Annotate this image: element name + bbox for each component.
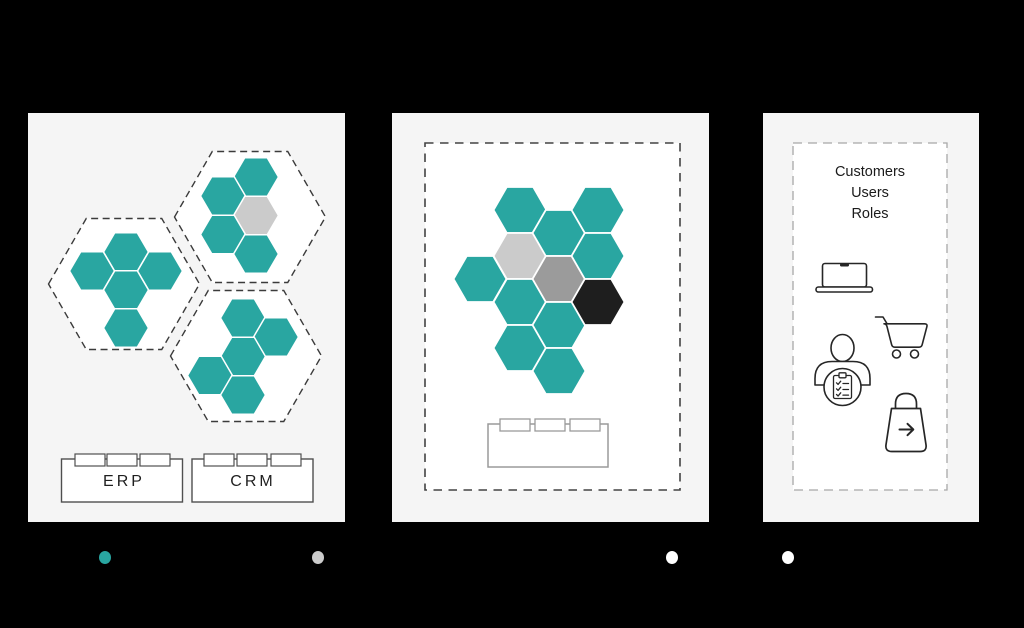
data-hexagon xyxy=(232,234,280,274)
server-chip-icon xyxy=(270,453,302,467)
data-hexagon xyxy=(570,278,626,326)
data-entities-graphic: Customers Users Roles xyxy=(792,142,948,491)
shopping-cart-icon xyxy=(874,316,928,359)
erp-server-box: ERP xyxy=(60,453,184,503)
data-hexagon xyxy=(531,347,587,395)
platform-server-box xyxy=(487,418,609,468)
server-chip-icon xyxy=(139,453,171,467)
server-chip-icon xyxy=(74,453,106,467)
server-chip-icon xyxy=(106,453,138,467)
user-checklist-icon xyxy=(814,333,871,407)
source-systems-panel: ERP CRM xyxy=(28,113,345,522)
progress-dot xyxy=(312,550,324,564)
crm-label: CRM xyxy=(230,473,275,490)
crm-server-box: CRM xyxy=(191,453,314,503)
shopping-bag-icon xyxy=(885,392,927,453)
unified-data-panel xyxy=(392,113,709,522)
data-entities-panel: Customers Users Roles xyxy=(763,113,979,522)
hex-cluster-layer xyxy=(47,150,327,423)
unified-data-graphic xyxy=(424,142,681,491)
server-chip-icon xyxy=(203,453,235,467)
erp-label: ERP xyxy=(103,473,145,490)
merged-hex-cluster xyxy=(452,186,626,395)
entity-label-customers: Customers xyxy=(835,164,905,180)
server-chip-icon xyxy=(569,418,601,432)
server-chip-icon xyxy=(534,418,566,432)
progress-dot xyxy=(666,550,678,564)
entity-label-users: Users xyxy=(851,185,889,201)
data-hexagon xyxy=(219,375,267,415)
entity-label-roles: Roles xyxy=(851,206,888,222)
laptop-icon xyxy=(815,262,874,293)
source-systems-graphic: ERP CRM xyxy=(47,150,327,503)
progress-dot xyxy=(782,550,794,564)
data-hexagon xyxy=(102,308,150,348)
progress-dot xyxy=(99,550,111,564)
server-chip-icon xyxy=(236,453,268,467)
server-chip-icon xyxy=(499,418,531,432)
